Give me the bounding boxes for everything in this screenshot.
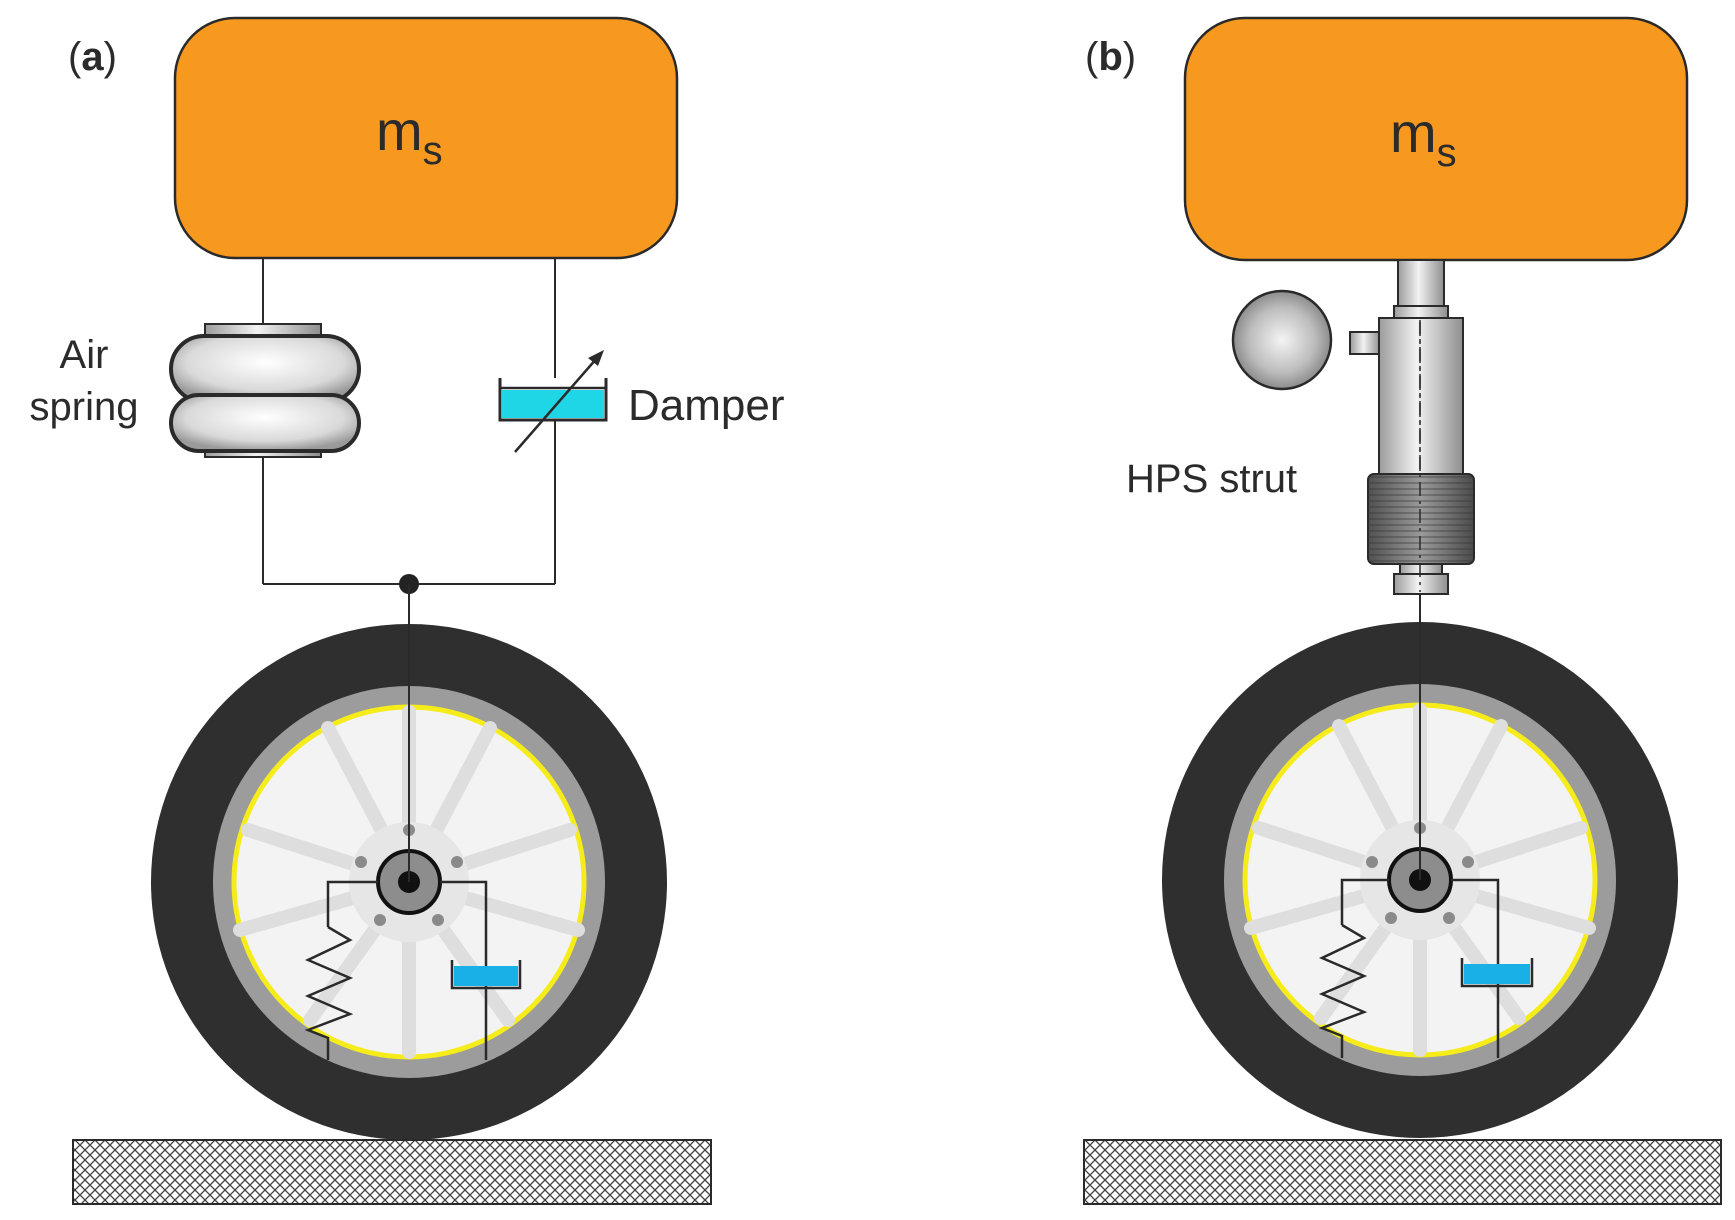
- tire-model-a: [304, 880, 522, 1060]
- road-b: [1083, 1139, 1722, 1205]
- sprung-mass-label-b: ms: [1390, 101, 1457, 175]
- hps-strut-label: HPS strut: [1126, 457, 1297, 501]
- variable-damper: [498, 350, 608, 453]
- damper-label: Damper: [628, 381, 785, 430]
- air-spring: [169, 323, 361, 458]
- sprung-mass-a: [173, 16, 679, 260]
- road-a: [72, 1139, 712, 1205]
- hps-strut: [1231, 259, 1475, 595]
- tire-model-b: [1318, 878, 1534, 1058]
- tire-damper-fluid-a: [454, 966, 518, 986]
- accumulator-sphere: [1231, 289, 1333, 391]
- panel-b-label: (b): [1085, 35, 1136, 79]
- panel-b: (b) ms HPS strut: [1083, 16, 1722, 1205]
- tire-damper-fluid-b: [1464, 964, 1530, 984]
- air-spring-label-line1: Air: [60, 333, 109, 377]
- panel-a-label: (a): [68, 35, 117, 79]
- air-spring-label-line2: spring: [30, 385, 139, 429]
- panel-a: (a) ms Air spring: [30, 16, 785, 1205]
- sprung-mass-label-a: ms: [376, 99, 443, 173]
